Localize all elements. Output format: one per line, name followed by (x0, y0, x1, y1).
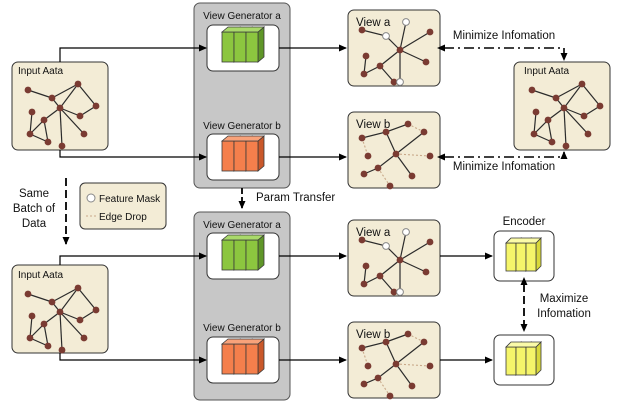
gen-b-top-label: View Generator b (203, 121, 281, 132)
legend-box (79, 182, 167, 230)
input-bottom-label: Input Aata (18, 270, 63, 281)
legend-edge-drop: Edge Drop (99, 212, 147, 223)
gen-b-bottom-label: View Generator b (203, 323, 281, 334)
minimize-top-label: Minimize Infomation (453, 30, 555, 42)
legend-feature-mask: Feature Mask (99, 194, 161, 205)
same-batch-label-2: Batch of (13, 203, 56, 215)
feature-mask-icon (86, 193, 96, 203)
yellow-blocks-bottom-icon (505, 341, 542, 376)
maximize-label-1: Maximize (540, 293, 589, 305)
minimize-connectors (437, 44, 568, 161)
orange-blocks-bottom-icon (220, 338, 266, 375)
same-batch-label-3: Data (22, 218, 47, 230)
view-a-bottom-panel (347, 219, 441, 297)
view-b-bottom-label: View b (356, 329, 390, 341)
encoder-label: Encoder (503, 216, 546, 228)
yellow-blocks-top-icon (505, 237, 542, 272)
minimize-bottom-label: Minimize Infomation (453, 161, 555, 173)
orange-blocks-top-icon (220, 135, 266, 172)
connectors (59, 44, 493, 364)
view-a-top-label: View a (356, 17, 391, 29)
gen-a-bottom-label: View Generator a (203, 220, 281, 231)
gen-a-top-label: View Generator a (203, 11, 281, 22)
param-transfer-label: Param Transfer (256, 192, 335, 204)
view-a-bottom-label: View a (356, 227, 391, 239)
green-blocks-top-icon (220, 26, 266, 63)
input-top-label: Input Aata (18, 66, 63, 77)
green-blocks-bottom-icon (220, 234, 266, 271)
maximize-label-2: Infomation (537, 308, 591, 320)
view-b-top-label: View b (356, 119, 390, 131)
same-batch-label-1: Same (19, 188, 49, 200)
input-right-label: Input Aata (524, 66, 569, 77)
